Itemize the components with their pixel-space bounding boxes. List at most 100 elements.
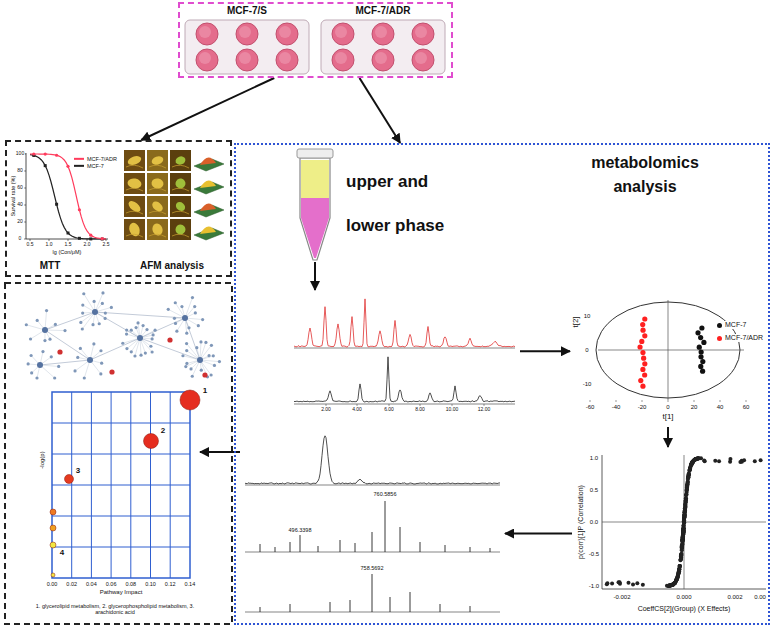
variable-point bbox=[703, 459, 707, 463]
data-marker bbox=[32, 152, 35, 155]
panel-title: metabolomics analysis bbox=[580, 151, 710, 199]
surface-texture bbox=[149, 211, 166, 214]
spectrum-peak bbox=[290, 604, 291, 612]
network-link bbox=[140, 318, 185, 338]
surface-texture bbox=[149, 188, 166, 191]
network-node bbox=[91, 323, 94, 326]
tick-label: 0.0 bbox=[589, 519, 599, 526]
network-hub bbox=[137, 335, 143, 341]
plate-body bbox=[185, 20, 309, 74]
variable-point bbox=[605, 582, 609, 586]
axis-tick bbox=[357, 404, 358, 406]
tick-label: 0 bbox=[18, 236, 23, 242]
spectrum-peak bbox=[330, 602, 331, 612]
network-link bbox=[140, 338, 200, 360]
plate-body bbox=[321, 20, 445, 74]
tick-label: 0.06 bbox=[105, 581, 118, 587]
sample-point bbox=[640, 367, 645, 372]
network-node bbox=[121, 342, 124, 345]
variable-point bbox=[673, 581, 677, 585]
network-hub bbox=[87, 357, 93, 363]
sample-point bbox=[701, 340, 706, 345]
well-highlight bbox=[199, 26, 211, 38]
network-node bbox=[151, 337, 154, 340]
sample-point bbox=[698, 364, 703, 369]
viability-chart bbox=[24, 152, 108, 241]
variable-point bbox=[742, 458, 746, 462]
network-node bbox=[193, 305, 196, 308]
network-node bbox=[30, 354, 33, 357]
variable-point bbox=[680, 542, 684, 546]
culture-well bbox=[196, 23, 218, 45]
tick-label: 2.0 bbox=[83, 242, 92, 248]
axis-tick bbox=[694, 400, 695, 402]
culture-well bbox=[236, 49, 258, 71]
pathway-caption: 1. glycerolipid metabolism, 2. glyceroph… bbox=[26, 603, 204, 616]
network-node bbox=[174, 301, 177, 304]
sample-point bbox=[642, 316, 647, 321]
tick-label: 40 bbox=[16, 202, 24, 208]
network-hub bbox=[42, 327, 48, 333]
afm-image bbox=[124, 219, 145, 240]
tick-label: 12.00 bbox=[478, 407, 491, 413]
spectrum-peak bbox=[390, 597, 391, 612]
plot-grid-frame bbox=[52, 392, 190, 578]
tick-label: -1.0 bbox=[588, 583, 600, 590]
tick-label: 0 bbox=[584, 347, 589, 354]
network-hub bbox=[37, 362, 43, 368]
network-node bbox=[99, 372, 102, 375]
variable-point bbox=[682, 520, 686, 524]
axis-tick bbox=[452, 404, 453, 406]
tick-label: 20 bbox=[690, 404, 699, 411]
chromatogram-trace bbox=[294, 299, 515, 347]
pathway-bubble bbox=[180, 390, 200, 410]
surface-texture bbox=[149, 165, 166, 168]
network-node bbox=[167, 308, 170, 311]
tube-cap bbox=[297, 149, 333, 158]
tick-label: -60 bbox=[585, 404, 596, 411]
afm-image bbox=[147, 196, 168, 217]
network-node bbox=[187, 326, 190, 329]
culture-well bbox=[236, 23, 258, 45]
variable-point bbox=[753, 459, 757, 463]
variable-point bbox=[682, 521, 686, 525]
callout-number: 4 bbox=[59, 548, 65, 557]
variable-point bbox=[690, 462, 694, 466]
variable-point bbox=[682, 529, 686, 533]
pathway-bubble bbox=[51, 573, 55, 577]
network-node bbox=[27, 362, 30, 365]
network-node bbox=[43, 339, 46, 342]
variable-point bbox=[635, 581, 639, 585]
sample-point bbox=[700, 369, 705, 374]
sample-point bbox=[637, 344, 642, 349]
network-node bbox=[73, 369, 76, 372]
network-node bbox=[101, 291, 104, 294]
data-marker bbox=[44, 164, 47, 167]
network-node bbox=[92, 342, 95, 345]
variable-point bbox=[672, 582, 676, 586]
sample-point bbox=[639, 339, 644, 344]
network-node bbox=[48, 338, 51, 341]
network-node bbox=[184, 365, 187, 368]
axis-title: t[2] bbox=[571, 316, 580, 327]
variable-point bbox=[679, 554, 683, 558]
cell-topography bbox=[150, 155, 164, 167]
legend-swatch bbox=[717, 322, 722, 327]
legend-swatch bbox=[717, 335, 722, 340]
sample-point bbox=[640, 328, 645, 333]
sample-point bbox=[698, 335, 703, 340]
tick-label: 60 bbox=[742, 404, 751, 411]
axis-tick bbox=[30, 239, 31, 241]
variable-point bbox=[673, 581, 677, 585]
axis-tick bbox=[420, 404, 421, 406]
axis-title: CoeffCS[2](Group) (X Effects) bbox=[638, 605, 731, 613]
spectrum-peak bbox=[420, 542, 421, 552]
network-node bbox=[209, 373, 212, 376]
network-node bbox=[104, 317, 107, 320]
panel-caption: MTT bbox=[40, 260, 61, 272]
network-node bbox=[130, 329, 133, 332]
variable-point bbox=[665, 584, 669, 588]
s-plot-art bbox=[602, 455, 766, 589]
